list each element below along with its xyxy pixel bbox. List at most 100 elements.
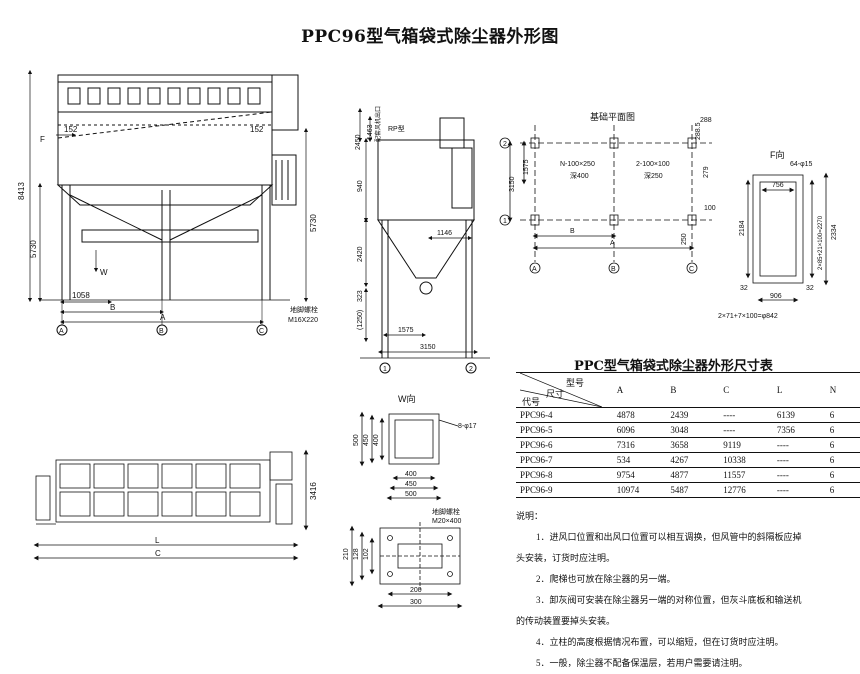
dim-250: 250 — [681, 233, 688, 245]
screw-conveyor — [81, 229, 259, 243]
dim-450-h: 450 — [405, 481, 417, 488]
f-bottom-note: 2×71+7×100=φ842 — [718, 313, 778, 320]
w-flange-outer — [388, 413, 440, 465]
table-header-row: 型号 代号 尺寸 A B C L N — [516, 372, 860, 408]
note-item: 3．卸灰阀可安装在除尘器另一端的对称位置，但灰斗底板和输送机 — [536, 595, 802, 605]
dim-1575-found: 1575 — [523, 159, 530, 175]
plan-ladder — [35, 475, 51, 521]
cell-c: ---- — [719, 422, 773, 438]
dim-3416: 3416 — [309, 482, 318, 500]
cell-n: 6 — [825, 482, 860, 498]
found-axis-c-label: C — [689, 266, 694, 273]
table-title: PPC型气箱袋式除尘器外形尺寸表 — [574, 359, 773, 374]
side-note: 配套风机出口 — [374, 106, 382, 142]
dim-a-front: A — [160, 313, 166, 322]
table-row: PPC96-4 4878 2439 ---- 6139 6 — [516, 407, 860, 423]
dim-500-v: 500 — [353, 434, 360, 446]
front-hopper — [56, 184, 274, 206]
found-axis-b — [608, 262, 620, 274]
cell-n: 6 — [825, 452, 860, 468]
inlet-duct — [271, 154, 297, 206]
dim-2334: 2334 — [831, 224, 838, 240]
bolt-size: M20×400 — [432, 518, 461, 525]
foundation-title: 基础平面图 — [590, 111, 635, 122]
bolt-detail — [349, 522, 463, 609]
cell-c: 9119 — [719, 437, 773, 453]
dim-128: 128 — [353, 548, 360, 560]
side-view — [357, 107, 490, 374]
cell-l: ---- — [772, 467, 826, 483]
col-c-header: C — [719, 372, 773, 408]
dim-3150-found: 3150 — [509, 176, 516, 192]
label-deep400: 深400 — [570, 171, 589, 180]
table-row: PPC96-7 534 4267 10338 ---- 6 — [516, 452, 860, 468]
axis-a-marker — [56, 324, 68, 336]
plan-outlet — [269, 451, 293, 481]
dim-b-front: B — [110, 303, 115, 312]
found-axis-a — [529, 262, 541, 274]
side-axis-1-label: 1 — [383, 366, 387, 373]
dim-102: 102 — [363, 548, 370, 560]
dim-100: 100 — [704, 205, 716, 212]
dim-2184: 2184 — [739, 220, 746, 236]
found-axis-2-label: 2 — [503, 141, 507, 148]
side-axis-2-label: 2 — [469, 366, 473, 373]
cell-c: 12776 — [719, 482, 773, 498]
cell-a: 9754 — [612, 467, 667, 483]
note-item: 5．一般，除尘器不配备保温层，若用户需要请注明。 — [536, 658, 748, 668]
side-axis-1 — [379, 362, 391, 374]
cell-c: 11557 — [719, 467, 773, 483]
col-n-header: N — [825, 372, 860, 408]
cell-a: 6096 — [612, 422, 667, 438]
cell-b: 3048 — [666, 422, 720, 438]
label-anchor-bolt: 地脚螺栓 — [290, 305, 318, 314]
label-deep250: 深250 — [644, 171, 663, 180]
found-axis-c — [686, 262, 698, 274]
cell-b: 2439 — [666, 407, 720, 423]
table-row: PPC96-6 7316 3658 9119 ---- 6 — [516, 437, 860, 453]
dim-32-left: 32 — [740, 285, 748, 292]
table-corner-cell: 型号 代号 尺寸 — [520, 373, 602, 407]
cell-model: PPC96-5 — [516, 422, 613, 438]
col-a-header: A — [612, 372, 667, 408]
cell-b: 3658 — [666, 437, 720, 453]
cell-a: 534 — [612, 452, 667, 468]
f-view-title: F向 — [770, 149, 785, 160]
dim-152-left: 152 — [64, 125, 78, 134]
dim-940: 940 — [357, 180, 364, 192]
corner-bottom-right-label: 尺寸 — [546, 389, 565, 399]
dim-32-right: 32 — [806, 285, 814, 292]
top-valves — [67, 87, 261, 105]
dimension-table: 型号 代号 尺寸 A B C L N PPC96-4 4878 2439 ---… — [516, 372, 860, 498]
found-axis-1 — [499, 214, 511, 226]
notes-section: 说明： 1．进风口位置和出风口位置可以相互调换，但风管中的斜隔板应掉 头安装，订… — [516, 506, 846, 674]
rotary-valve — [419, 281, 433, 295]
label-hole2: 2-100×100 — [636, 161, 670, 168]
label-f-arrow: F — [40, 135, 45, 144]
cell-model: PPC96-9 — [516, 482, 613, 498]
dim-323: 323 — [357, 290, 364, 302]
dim-200: 200 — [410, 587, 422, 594]
note-item: 4．立柱的高度根据情况布置，可以缩短，但在订货时应注明。 — [536, 637, 784, 647]
found-axis-b-label: B — [611, 266, 616, 273]
plan-casing — [55, 459, 271, 523]
notes-heading: 说明： — [516, 511, 544, 521]
dim-300: 300 — [410, 599, 422, 606]
table-row: PPC96-5 6096 3048 ---- 7356 6 — [516, 422, 860, 438]
col-l-header: L — [772, 372, 826, 408]
note-item: 2．爬梯也可放在除尘器的另一端。 — [536, 574, 676, 584]
plan-filter-grid — [59, 463, 261, 517]
bolt-label: 地脚螺栓 — [432, 507, 460, 516]
note-item: 头安装，订货时应注明。 — [516, 553, 616, 563]
drawing-title: PPC96型气箱袋式除尘器外形图 — [301, 27, 559, 47]
dim-288: 288 — [700, 117, 712, 124]
cell-l: ---- — [772, 452, 826, 468]
axis-c-label: C — [259, 328, 264, 335]
cell-n: 6 — [825, 437, 860, 453]
front-view — [27, 69, 309, 336]
dim-3150-side: 3150 — [420, 344, 436, 351]
table-row: PPC96-9 10974 5487 12776 ---- 6 — [516, 482, 860, 498]
note-item: 1．进风口位置和出风口位置可以相互调换，但风管中的斜隔板应掉 — [536, 532, 802, 542]
axis-b-marker — [156, 324, 168, 336]
dim-152-right: 152 — [250, 125, 264, 134]
